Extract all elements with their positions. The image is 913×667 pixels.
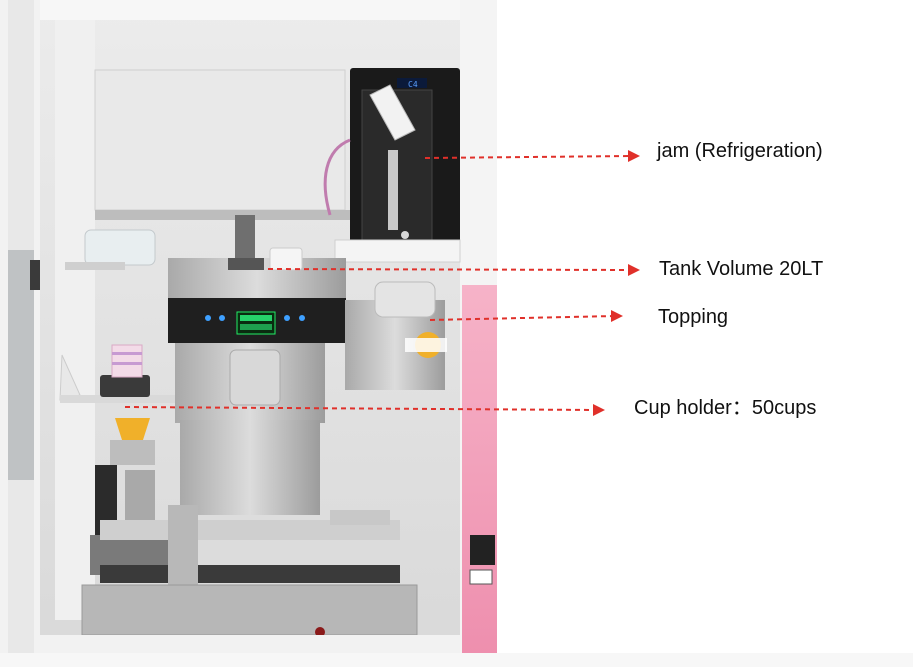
cup-holder: [100, 375, 150, 397]
label-jam-refrigeration: jam (Refrigeration): [657, 140, 823, 162]
top-compartment: [94, 69, 346, 211]
annotation-arrows: [124, 155, 633, 411]
arrow-tank: [267, 268, 633, 271]
machine-body-lower: [180, 420, 320, 515]
label-tank-volume: Tank Volume 20LT: [659, 258, 824, 280]
arrow-topping: [429, 315, 616, 321]
arrow-cup-holder: [124, 406, 598, 411]
arrow-jam: [424, 155, 633, 159]
bottom-strip: [0, 653, 913, 667]
label-cup-holder: Cup holder：50cups: [634, 397, 817, 419]
drip-tray: [81, 584, 418, 636]
pink-side-panel: [462, 285, 497, 653]
cup-holder-shelf: [60, 395, 175, 403]
fridge-readout: C4: [408, 80, 418, 89]
label-topping: Topping: [658, 306, 729, 328]
